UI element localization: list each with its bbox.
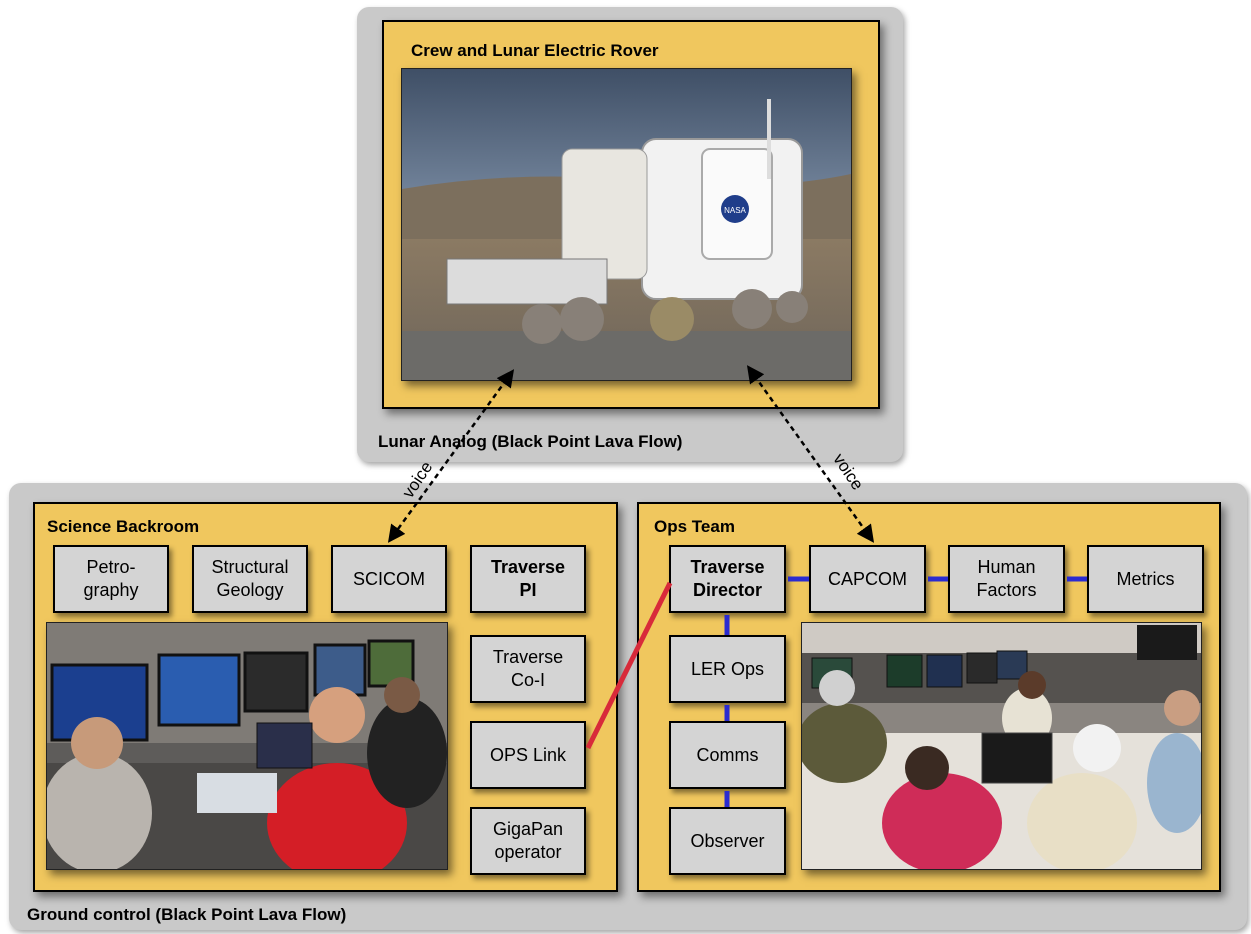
ops-link-box: OPS Link xyxy=(470,721,586,789)
gigapan-operator-box: GigaPan operator xyxy=(470,807,586,875)
science-backroom-title: Science Backroom xyxy=(47,517,200,536)
lunar-analog-label: Lunar Analog (Black Point Lava Flow) xyxy=(378,432,683,451)
capcom-box: CAPCOM xyxy=(809,545,926,613)
structural-geology-box: Structural Geology xyxy=(192,545,308,613)
traverse-director-box: Traverse Director xyxy=(669,545,786,613)
comms-box: Comms xyxy=(669,721,786,789)
rover-panel-title: Crew and Lunar Electric Rover xyxy=(411,41,659,60)
metrics-box: Metrics xyxy=(1087,545,1204,613)
observer-box: Observer xyxy=(669,807,786,875)
petrography-box: Petro- graphy xyxy=(53,545,169,613)
human-factors-box: Human Factors xyxy=(948,545,1065,613)
nasa-logo-text: NASA xyxy=(724,206,746,215)
scicom-box: SCICOM xyxy=(331,545,447,613)
traverse-co-i-box: Traverse Co-I xyxy=(470,635,586,703)
ler-ops-box: LER Ops xyxy=(669,635,786,703)
ops-team-title: Ops Team xyxy=(654,517,735,536)
ops-team-photo xyxy=(801,622,1202,870)
traverse-pi-box: Traverse PI xyxy=(470,545,586,613)
science-backroom-photo xyxy=(46,622,448,870)
rover-photo: NASA xyxy=(401,68,852,381)
ground-control-label: Ground control (Black Point Lava Flow) xyxy=(27,905,347,924)
